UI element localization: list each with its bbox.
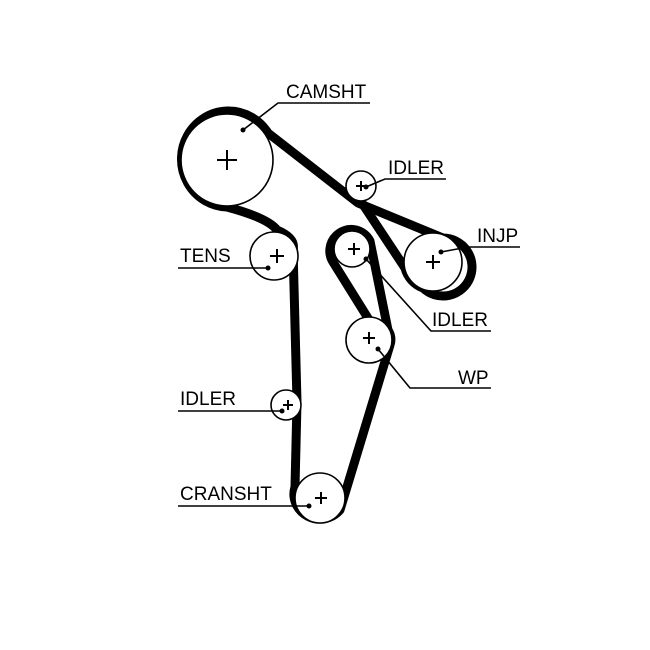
camshaft-label: CAMSHT: [286, 82, 367, 103]
injection-pump-label: INJP: [477, 226, 518, 247]
water-pump-leader: [375, 346, 491, 389]
idler-low-label: IDLER: [180, 389, 236, 410]
tensioner-leader: [178, 265, 271, 271]
idler-top-leader: [363, 178, 446, 190]
camshaft-center-mark: [217, 150, 237, 170]
tensioner-center-mark: [270, 249, 284, 263]
idler-low-center-mark: [283, 400, 293, 410]
idler-low-leader: [178, 408, 285, 414]
idler-mid-center-mark: [348, 243, 360, 255]
water-pump-center-mark: [363, 332, 375, 344]
timing-belt-injp-return: [355, 195, 410, 273]
idler-mid-leader: [363, 256, 491, 332]
idler-top-label: IDLER: [388, 158, 444, 179]
water-pump-label: WP: [458, 368, 489, 389]
injection-pump-center-mark: [426, 255, 440, 269]
injection-pump-leader: [438, 246, 520, 255]
crankshaft-label: CRANSHT: [180, 484, 272, 505]
crankshaft-center-mark: [315, 492, 327, 504]
idler-mid-label: IDLER: [432, 310, 488, 331]
tensioner-label: TENS: [180, 246, 231, 267]
crankshaft-leader: [178, 503, 312, 509]
camshaft-leader: [240, 102, 370, 133]
